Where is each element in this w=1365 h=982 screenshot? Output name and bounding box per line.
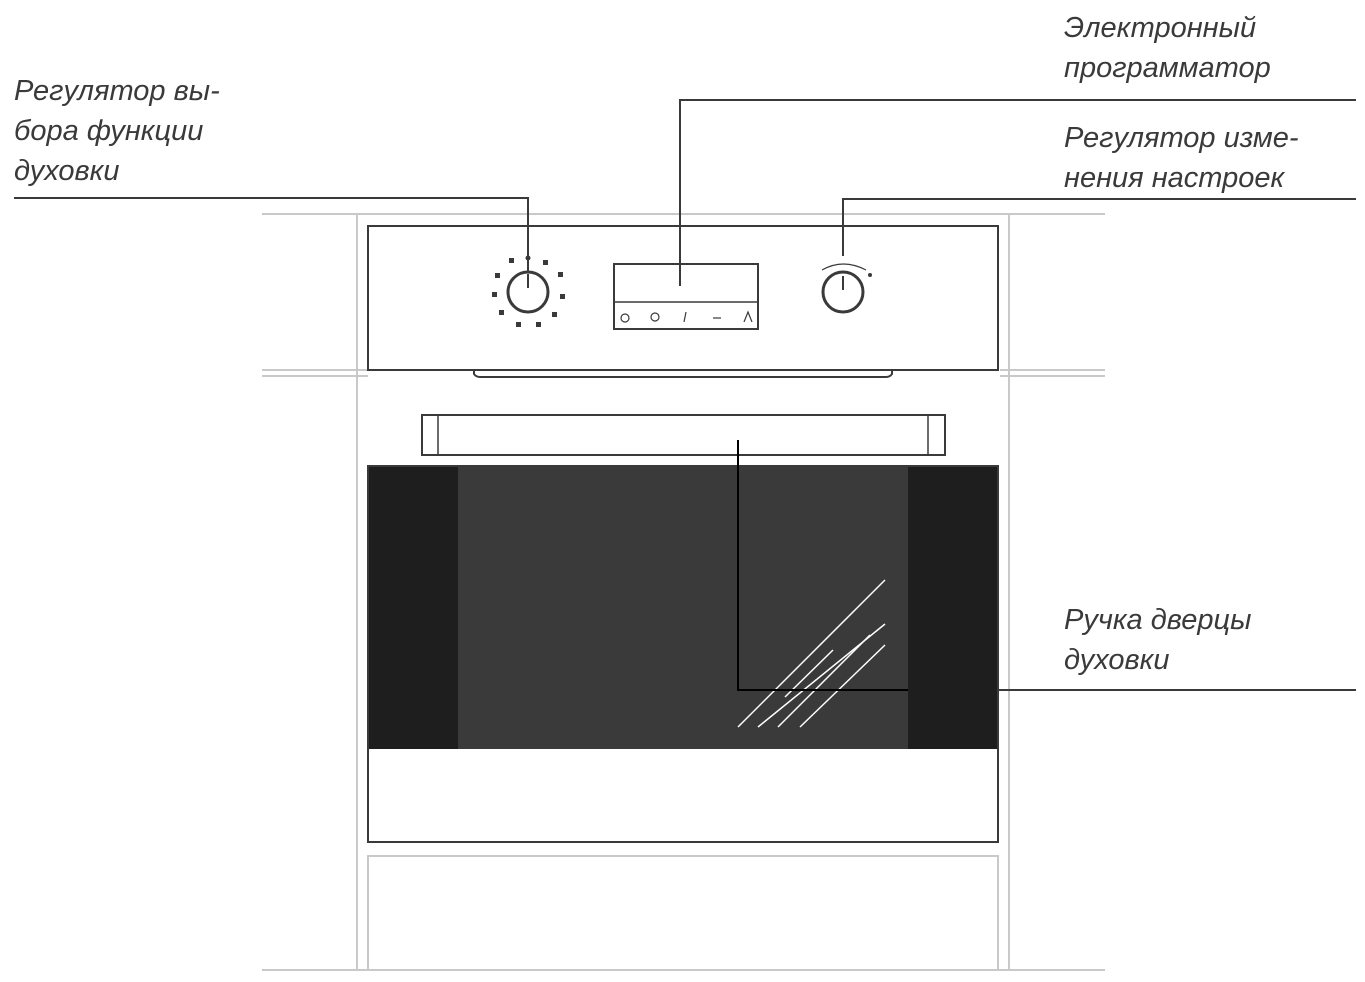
label-door-handle: Ручка дверцы духовки [1064, 600, 1251, 680]
vent-slot [473, 370, 893, 378]
settings-plus-mark [868, 273, 872, 277]
label-line: Регулятор изме- [1064, 122, 1299, 154]
drawer-below [367, 855, 999, 971]
settings-knob-arc [821, 263, 867, 271]
leader-lines [14, 99, 1356, 691]
leader-programmer [679, 99, 1356, 286]
label-line: Регулятор вы- [14, 75, 220, 107]
power-icon [650, 312, 660, 322]
door-handle [421, 414, 946, 456]
label-line: Ручка дверцы [1064, 604, 1252, 636]
leader-door-handle-inner [737, 440, 908, 691]
oven-door [367, 414, 999, 843]
door-frame [367, 465, 999, 843]
cabinet [262, 213, 1105, 971]
control-panel [367, 225, 999, 378]
label-line: бора функции [14, 115, 204, 147]
programmer-display [613, 263, 759, 330]
programmer-buttons [620, 310, 753, 323]
label-line: программатор [1064, 52, 1271, 84]
clock-icon [620, 313, 630, 323]
label-line: Электронный [1064, 12, 1257, 44]
settings-knob [821, 270, 865, 314]
control-panel-frame [367, 225, 999, 371]
label-programmer: Электронный программатор [1064, 8, 1271, 88]
thermometer-icon [683, 311, 687, 323]
label-line: духовки [1064, 644, 1170, 676]
fan-icon [743, 310, 753, 323]
label-function-selector: Регулятор вы- бора функции духовки [14, 71, 220, 191]
door-window [458, 467, 908, 749]
leader-function-knob [14, 197, 529, 272]
label-line: нения настроек [1064, 162, 1285, 194]
label-settings-knob: Регулятор изме- нения настроек [1064, 118, 1299, 198]
label-line: духовки [14, 155, 120, 187]
leader-settings-knob [842, 198, 1356, 256]
